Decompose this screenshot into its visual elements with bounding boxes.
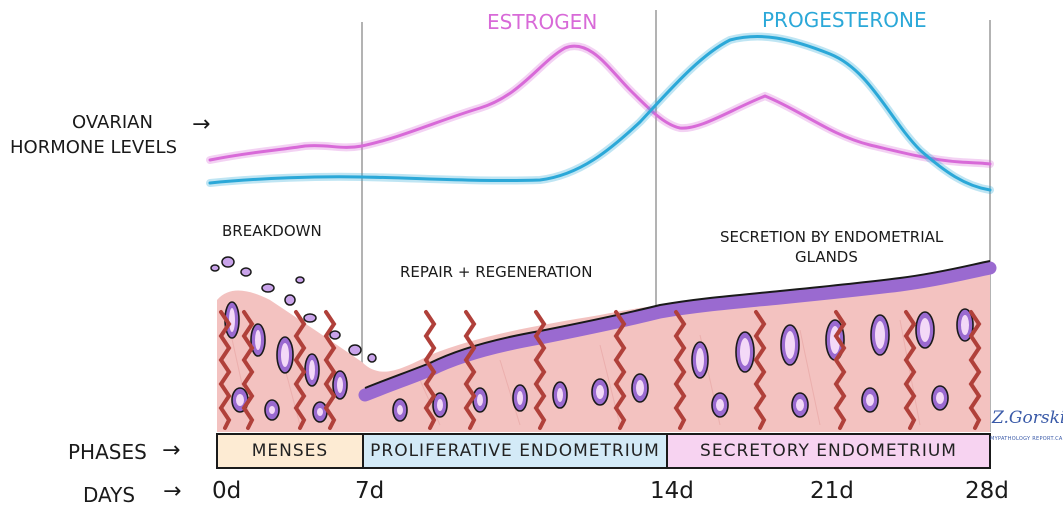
progesterone-label: PROGESTERONE [762,8,927,32]
phase-menses-label: MENSES [252,441,328,461]
gland-lumen-0 [229,308,235,332]
day-tick-7: 7d [355,478,384,504]
gland-lumen-12 [557,388,563,402]
phase-secretory: SECRETORY ENDOMETRIUM [666,433,991,469]
phases-row-label: PHASES [68,440,147,464]
gland-lumen-6 [269,406,275,414]
phase-secretory-label: SECRETORY ENDOMETRIUM [700,441,957,461]
gland-lumen-17 [785,331,795,359]
gland-lumen-13 [596,385,604,399]
gland-lumen-15 [696,348,704,372]
phases-arrow-icon: → [162,438,180,463]
day-tick-14: 14d [650,478,694,504]
gland-lumen-4 [337,377,343,393]
gland-lumen-20 [920,318,930,342]
phase-menses: MENSES [216,433,364,469]
gland-lumen-16 [740,338,750,366]
repair-label: REPAIR + REGENERATION [400,263,592,281]
breakdown-label: BREAKDOWN [222,222,322,240]
days-row-label: DAYS [83,483,135,507]
secretion-label: SECRETION BY ENDOMETRIAL [720,228,943,246]
gland-lumen-23 [796,399,804,411]
artist-site: MYPATHOLOGY REPORT.CA [990,436,1063,442]
phase-proliferative-label: PROLIFERATIVE ENDOMETRIUM [370,441,660,461]
gland-lumen-14 [636,380,644,396]
gland-lumen-2 [281,343,289,367]
artist-signature: Z.Gorski [992,408,1063,428]
gland-lumen-1 [255,330,261,350]
day-tick-0: 0d [212,478,241,504]
glands-label: GLANDS [795,248,858,266]
hormone-levels-label: HORMONE LEVELS [10,137,177,158]
gland-lumen-25 [936,392,944,404]
gland-lumen-24 [866,394,874,406]
gland-lumen-9 [437,399,443,411]
gland-lumen-8 [397,405,403,415]
gland-lumen-7 [317,408,323,416]
phase-proliferative: PROLIFERATIVE ENDOMETRIUM [362,433,668,469]
gland-lumen-22 [716,399,724,411]
gland-lumen-5 [236,394,244,406]
estrogen-label: ESTROGEN [487,10,597,34]
day-tick-21: 21d [810,478,854,504]
gland-lumen-11 [517,391,523,405]
gland-lumen-3 [309,360,315,380]
day-tick-28: 28d [965,478,1009,504]
days-arrow-icon: → [163,479,181,504]
ovarian-label: OVARIAN [72,112,153,133]
gland-lumen-19 [875,321,885,349]
gland-lumen-21 [961,315,969,335]
hormone-arrow-icon: → [192,112,210,137]
gland-lumen-10 [477,394,483,406]
